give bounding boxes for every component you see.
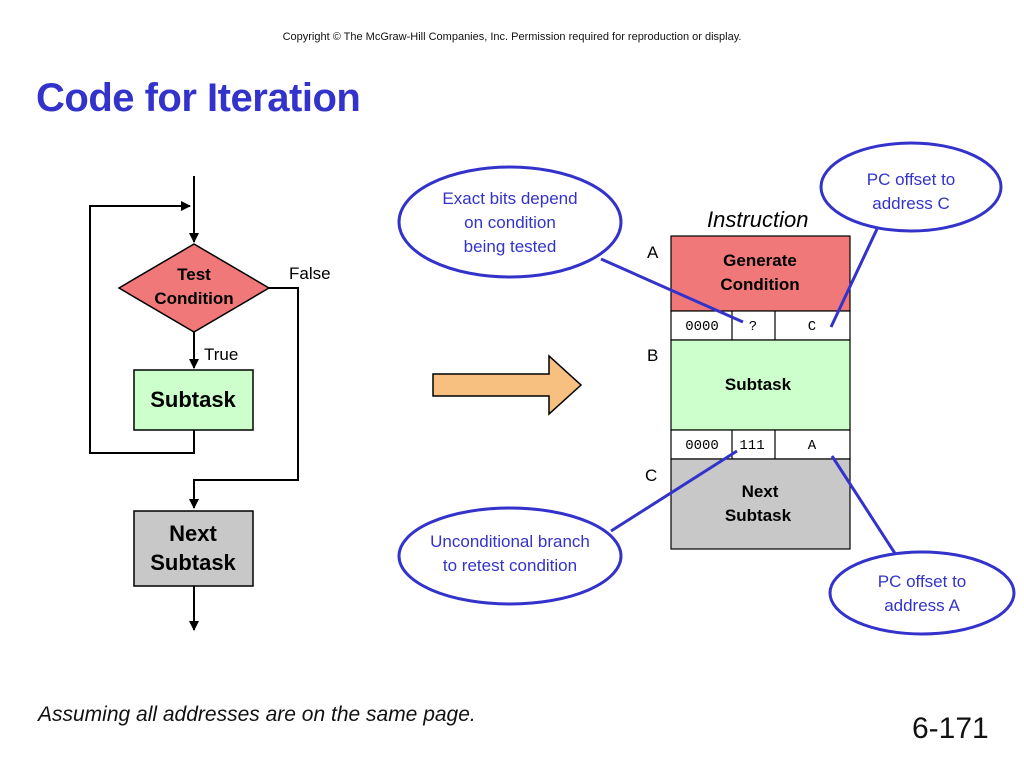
instruction-next-subtask-line2: Subtask — [725, 506, 792, 525]
branch2-cond: 111 — [739, 438, 764, 454]
page-title: Code for Iteration — [36, 76, 361, 120]
branch-instruction-2 — [670, 429, 851, 460]
false-branch-line — [189, 287, 299, 509]
subtask-label: Subtask — [150, 387, 236, 412]
next-subtask-label-line2: Subtask — [150, 550, 236, 575]
branch1-opcode: 0000 — [685, 319, 719, 335]
next-subtask-box — [133, 510, 254, 587]
instruction-column: Instruction A B C Generate Condition 000… — [645, 207, 851, 550]
address-label-b: B — [647, 346, 658, 365]
loop-back-line — [89, 201, 195, 454]
callout-exact-bits-line1: Exact bits depend — [442, 189, 577, 208]
instruction-next-subtask-line1: Next — [742, 482, 779, 501]
subtask-box — [133, 369, 254, 431]
false-label: False — [289, 264, 331, 283]
callout-unconditional-line1: Unconditional branch — [430, 532, 590, 551]
true-label: True — [204, 345, 238, 364]
callouts: Exact bits depend on condition being tes… — [397, 141, 1016, 636]
callout-pc-offset-c — [819, 141, 1003, 233]
callout-line-pc-offset-c — [829, 228, 879, 328]
next-subtask-label-line1: Next — [169, 521, 217, 546]
callout-line-unconditional — [610, 449, 738, 533]
branch-instruction-1 — [670, 310, 851, 341]
generate-condition-line2: Condition — [720, 275, 799, 294]
callout-line-pc-offset-a — [830, 455, 898, 556]
generate-condition-block — [670, 235, 851, 312]
callout-pc-offset-a-line1: PC offset to — [878, 572, 967, 591]
branch2-target: A — [808, 438, 817, 454]
branch1-cond: ? — [749, 319, 757, 335]
callout-exact-bits-line2: on condition — [464, 213, 556, 232]
test-condition-label-line1: Test — [177, 265, 211, 284]
transform-arrow — [432, 354, 583, 416]
branch2-opcode: 0000 — [685, 438, 719, 454]
branch1-target: C — [808, 319, 816, 335]
callout-pc-offset-a-line2: address A — [884, 596, 960, 615]
page-number: 6-171 — [912, 712, 989, 745]
callout-line-exact-bits — [600, 257, 744, 324]
callout-exact-bits-line3: being tested — [464, 237, 557, 256]
test-condition-label-line2: Condition — [154, 289, 233, 308]
address-label-a: A — [647, 243, 659, 262]
address-label-c: C — [645, 466, 657, 485]
copyright-notice: Copyright © The McGraw-Hill Companies, I… — [282, 31, 742, 43]
callout-pc-offset-c-line1: PC offset to — [867, 170, 956, 189]
instruction-header: Instruction — [707, 207, 809, 232]
test-condition-diamond — [117, 243, 271, 333]
callout-exact-bits — [397, 165, 623, 279]
callout-pc-offset-c-line2: address C — [872, 194, 949, 213]
callout-unconditional-line2: to retest condition — [443, 556, 577, 575]
generate-condition-line1: Generate — [723, 251, 797, 270]
footnote: Assuming all addresses are on the same p… — [38, 703, 476, 726]
instruction-subtask-label: Subtask — [725, 375, 792, 394]
instruction-next-subtask-block — [670, 458, 851, 550]
callout-unconditional — [397, 506, 623, 606]
flowchart: Test Condition False True Subtask Next S… — [89, 176, 331, 631]
callout-pc-offset-a — [828, 550, 1016, 636]
